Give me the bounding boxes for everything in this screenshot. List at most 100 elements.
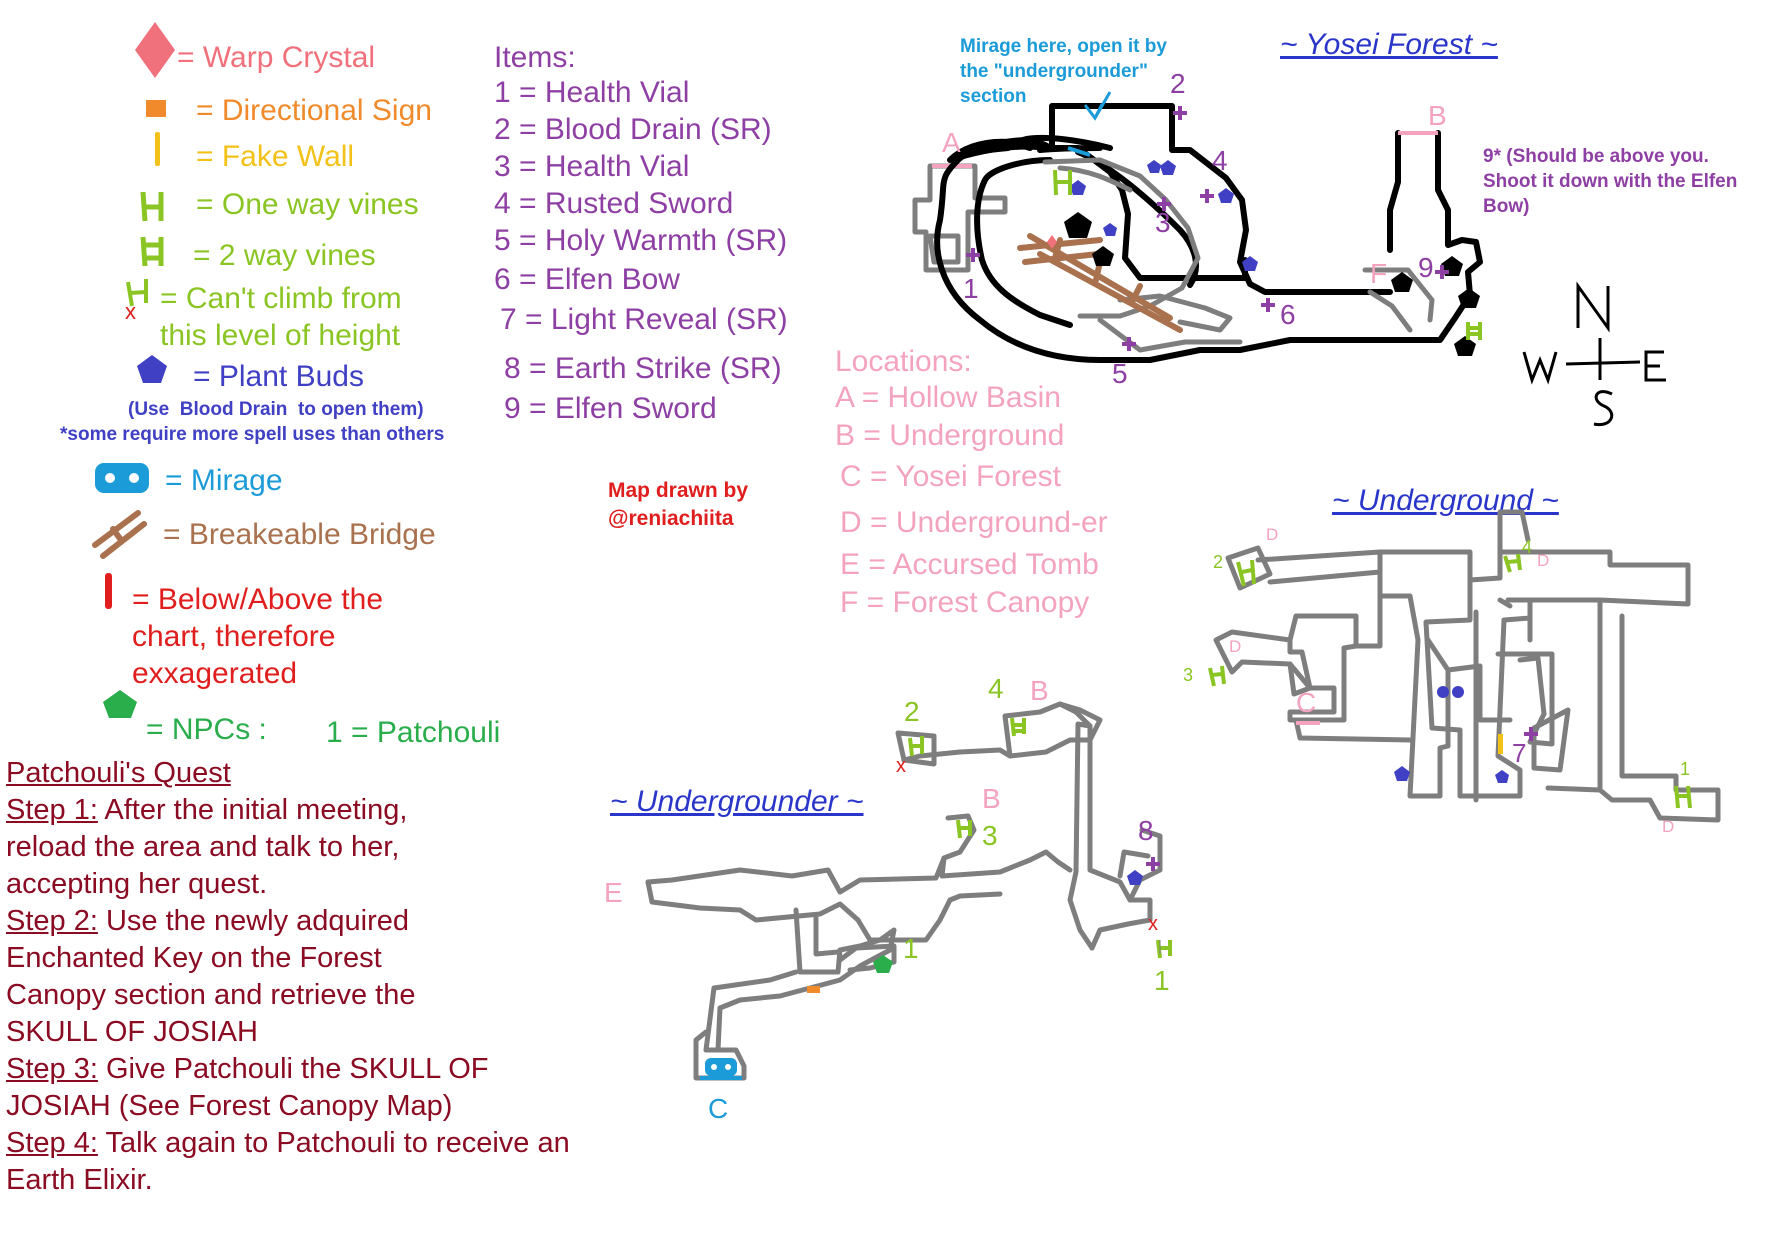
yosei-label-3: 3 <box>1155 207 1171 238</box>
underground-label-2: 2 <box>1213 552 1223 572</box>
item-9: 9 = Elfen Sword <box>504 392 717 425</box>
legend-npcs: = NPCs : <box>146 713 267 746</box>
credit-line-1: Map drawn by <box>608 479 749 502</box>
legend-x-mark: x <box>125 299 136 324</box>
compass-n: N <box>0 0 1 1</box>
undergrounder-map: B B E C 1 1 2 3 4 8 x x <box>604 673 1172 1124</box>
location-a: A = Hollow Basin <box>835 381 1061 414</box>
quest-step-3: Step 3: Give Patchouli the SKULL OF <box>6 1053 489 1085</box>
undergrounder-label-c: C <box>708 1093 728 1124</box>
undergrounder-title: ~ Undergrounder ~ <box>610 785 864 818</box>
legend-plant-buds: = Plant Buds <box>193 360 364 393</box>
legend-below-above-3: exxagerated <box>132 657 298 690</box>
undergrounder-x-2: x <box>1148 913 1158 935</box>
quest-step-4: Step 4: Talk again to Patchouli to recei… <box>6 1127 570 1159</box>
yosei-label-6: 6 <box>1280 299 1296 330</box>
undergrounder-label-3: 3 <box>982 820 998 851</box>
legend-mirage: = Mirage <box>165 464 283 497</box>
location-c: C = Yosei Forest <box>840 460 1061 493</box>
undergrounder-label-8: 8 <box>1138 815 1154 846</box>
underground-label-4: 4 <box>1522 537 1532 557</box>
npc-icon <box>103 690 137 718</box>
legend-directional-sign: = Directional Sign <box>196 94 432 127</box>
underground-label-d-4: D <box>1662 817 1674 836</box>
item-6: 6 = Elfen Bow <box>494 263 680 296</box>
cant-climb-vines-icon <box>126 279 148 307</box>
below-above-icon <box>105 573 112 609</box>
yosei-forest-map: A B F 1 2 3 4 5 6 9 <box>912 68 1483 389</box>
undergrounder-label-1a: 1 <box>903 933 919 964</box>
underground-label-1: 1 <box>1680 759 1690 779</box>
undergrounder-mirage-icon <box>705 1058 737 1076</box>
breakable-bridge-icon <box>92 510 147 559</box>
quest-panel: Patchouli's Quest Step 1: After the init… <box>6 755 706 1199</box>
compass-rose <box>1522 281 1666 427</box>
plant-bud-icon <box>137 355 167 383</box>
quest-step-4-line-2: Earth Elixir. <box>6 1164 153 1196</box>
yosei-label-9: 9 <box>1418 252 1434 283</box>
mirage-icon <box>95 463 149 493</box>
quest-title: Patchouli's Quest <box>6 757 231 789</box>
legend-two-way-vines: = 2 way vines <box>193 239 376 272</box>
quest-step-3-line-2: JOSIAH (See Forest Canopy Map) <box>6 1090 453 1122</box>
one-way-vines-icon <box>140 191 164 222</box>
location-b: B = Underground <box>835 419 1065 452</box>
fake-wall-icon <box>155 132 160 166</box>
quest-step-1-line-3: accepting her quest. <box>6 868 268 900</box>
yosei-label-2: 2 <box>1170 68 1186 99</box>
undergrounder-label-b-1: B <box>1030 675 1049 706</box>
item-4: 4 = Rusted Sword <box>494 187 734 220</box>
quest-step-2-line-3: Canopy section and retrieve the <box>6 979 416 1011</box>
item-8: 8 = Earth Strike (SR) <box>504 352 782 385</box>
underground-label-d-2: D <box>1537 551 1549 570</box>
directional-sign-icon <box>146 100 166 117</box>
undergrounder-label-e: E <box>604 877 623 908</box>
legend-cant-climb-1: = Can't climb from <box>160 282 402 315</box>
item-9-note: 9* (Should be above you. Shoot it down w… <box>1483 146 1738 217</box>
yosei-label-1: 1 <box>963 273 979 304</box>
quest-step-2-line-2: Enchanted Key on the Forest <box>6 942 382 974</box>
yosei-forest-title: ~ Yosei Forest ~ <box>1280 28 1498 61</box>
undergrounder-label-1b: 1 <box>1154 965 1170 996</box>
undergrounder-label-4: 4 <box>988 673 1004 704</box>
quest-step-2: Step 2: Use the newly adquired <box>6 905 410 937</box>
yosei-label-5: 5 <box>1112 358 1128 389</box>
legend-below-above-2: chart, therefore <box>132 620 336 653</box>
legend-one-way-vines: = One way vines <box>196 188 419 221</box>
location-f: F = Forest Canopy <box>840 586 1090 619</box>
quest-step-1: Step 1: After the initial meeting, <box>6 794 408 826</box>
undergrounder-x-1: x <box>896 755 906 777</box>
yosei-label-f: F <box>1370 258 1387 289</box>
item-3: 3 = Health Vial <box>494 150 690 183</box>
legend-below-above-1: = Below/Above the <box>132 583 384 616</box>
undergrounder-label-2: 2 <box>904 696 920 727</box>
underground-label-d-3: D <box>1229 637 1241 656</box>
underground-label-d-1: D <box>1266 525 1278 544</box>
item-7: 7 = Light Reveal (SR) <box>500 303 788 336</box>
legend-cant-climb-2: this level of height <box>160 319 401 352</box>
yosei-label-a: A <box>942 127 961 158</box>
underground-label-3: 3 <box>1183 665 1193 685</box>
item-5: 5 = Holy Warmth (SR) <box>494 224 788 257</box>
two-way-vines-icon <box>140 236 164 267</box>
yosei-label-b: B <box>1428 100 1447 131</box>
quest-step-1-line-2: reload the area and talk to her, <box>6 831 400 863</box>
legend-plant-buds-note-2: *some require more spell uses than other… <box>60 424 445 445</box>
underground-label-c: C <box>1296 687 1316 718</box>
undergrounder-label-b-2: B <box>982 783 1001 814</box>
legend-fake-wall: = Fake Wall <box>196 140 355 173</box>
legend-warp-crystal: = Warp Crystal <box>177 41 376 74</box>
legend-breakable-bridge: = Breakeable Bridge <box>163 518 436 551</box>
item-2: 2 = Blood Drain (SR) <box>494 113 772 146</box>
locations-heading: Locations: <box>835 345 972 378</box>
underground-map: C D D D D 1 2 3 4 7 <box>1183 509 1721 836</box>
quest-step-2-line-4: SKULL OF JOSIAH <box>6 1016 258 1048</box>
location-d: D = Underground-er <box>840 506 1108 539</box>
warp-crystal-icon <box>135 22 175 78</box>
item-1: 1 = Health Vial <box>494 76 690 109</box>
location-e: E = Accursed Tomb <box>840 548 1099 581</box>
credit-line-2: @reniachiita <box>608 507 734 530</box>
mirage-note: Mirage here, open it by the "underground… <box>960 36 1167 107</box>
